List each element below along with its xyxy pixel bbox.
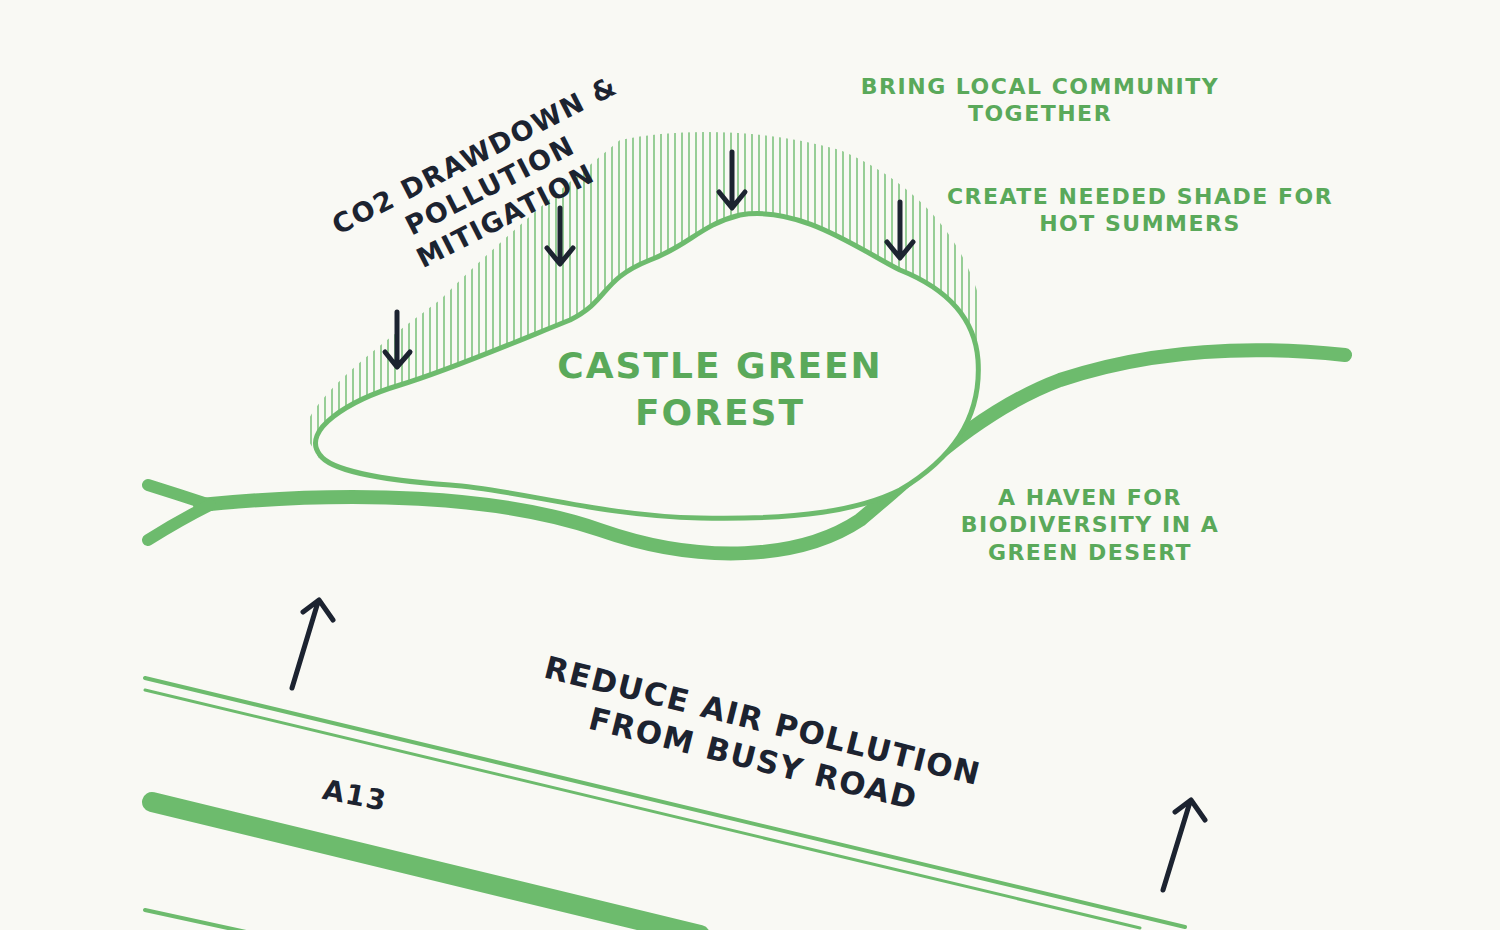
benefit-note: BRING LOCAL COMMUNITY TOGETHER [850,73,1230,128]
callout-note: REDUCE AIR POLLUTION FROM BUSY ROAD [521,645,996,834]
benefit-note: A HAVEN FOR BIODIVERSITY IN A GREEN DESE… [940,484,1240,567]
forest-name: CASTLE GREEN FOREST [520,343,920,437]
benefit-note: CREATE NEEDED SHADE FOR HOT SUMMERS [940,183,1340,238]
road-name: A13 [293,766,417,823]
forest-area: CASTLE GREEN FOREST [300,205,990,530]
